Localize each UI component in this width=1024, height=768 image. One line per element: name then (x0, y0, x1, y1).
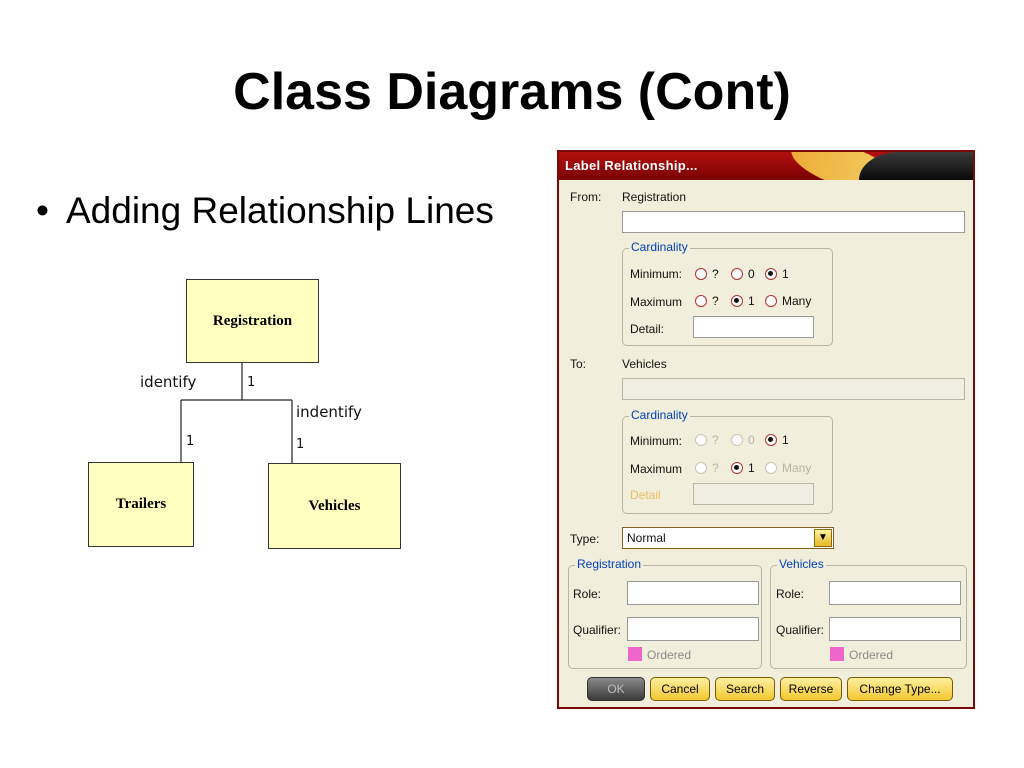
to-min-radio-unknown[interactable] (695, 434, 707, 446)
vehicles-role-label: Role: (776, 587, 805, 601)
from-min-radio-one[interactable] (765, 268, 777, 280)
vehicles-role-input[interactable] (829, 581, 961, 605)
vehicles-role-legend: Vehicles (777, 557, 826, 571)
from-max-radio-unknown[interactable] (695, 295, 707, 307)
registration-ordered-checkbox[interactable] (628, 647, 642, 661)
from-cardinality-legend: Cardinality (629, 240, 690, 254)
uml-multiplicity: 1 (186, 434, 195, 449)
reverse-button[interactable]: Reverse (780, 677, 842, 701)
uml-multiplicity: 1 (296, 437, 305, 452)
dialog-title: Label Relationship... (565, 158, 698, 173)
from-min-option-label: ? (712, 267, 719, 281)
to-max-option-label: 1 (748, 461, 755, 475)
type-selected-value: Normal (627, 531, 666, 545)
to-detail-label: Detail (630, 488, 661, 502)
cancel-button[interactable]: Cancel (650, 677, 710, 701)
from-maximum-label: Maximum (630, 295, 683, 309)
vehicles-qualifier-input[interactable] (829, 617, 961, 641)
to-cardinality-legend: Cardinality (629, 408, 690, 422)
registration-role-input[interactable] (627, 581, 759, 605)
to-min-option-label: ? (712, 433, 719, 447)
to-max-radio-one[interactable] (731, 462, 743, 474)
dialog-title-bar[interactable]: Label Relationship... (559, 152, 973, 180)
to-min-radio-zero[interactable] (731, 434, 743, 446)
registration-role-label: Role: (573, 587, 602, 601)
registration-role-group: Registration (568, 557, 762, 669)
uml-class-trailers: Trailers (88, 462, 194, 547)
bullet-item: • Adding Relationship Lines (36, 190, 494, 232)
from-max-radio-one[interactable] (731, 295, 743, 307)
change-type-button[interactable]: Change Type... (847, 677, 953, 701)
from-cardinality-group: Cardinality (622, 240, 833, 346)
uml-class-registration: Registration (186, 279, 319, 363)
uml-class-name: Registration (212, 312, 293, 329)
vehicles-ordered-label: Ordered (849, 648, 894, 662)
from-detail-label: Detail: (630, 322, 665, 336)
from-name-input[interactable] (622, 211, 965, 233)
from-class-name: Registration (622, 190, 687, 204)
registration-ordered-label: Ordered (647, 648, 692, 662)
to-cardinality-group: Cardinality (622, 408, 833, 514)
from-min-option-label: 0 (748, 267, 755, 281)
uml-label-identify: identify (140, 373, 197, 391)
to-min-option-label: 1 (782, 433, 789, 447)
from-min-radio-zero[interactable] (731, 268, 743, 280)
from-min-radio-unknown[interactable] (695, 268, 707, 280)
from-minimum-label: Minimum: (630, 267, 683, 281)
from-label: From: (570, 190, 602, 204)
from-max-option-label: Many (782, 294, 812, 308)
from-min-option-label: 1 (782, 267, 789, 281)
to-max-option-label: ? (712, 461, 719, 475)
from-detail-input[interactable] (693, 316, 814, 338)
registration-qualifier-input[interactable] (627, 617, 759, 641)
vehicles-role-group: Vehicles (770, 557, 967, 669)
to-max-radio-unknown[interactable] (695, 462, 707, 474)
from-max-option-label: ? (712, 294, 719, 308)
to-max-option-label: Many (782, 461, 812, 475)
slide-title: Class Diagrams (Cont) (233, 63, 791, 121)
uml-class-name: Vehicles (308, 497, 361, 514)
from-max-radio-many[interactable] (765, 295, 777, 307)
vehicles-qualifier-label: Qualifier: (776, 623, 825, 637)
search-button[interactable]: Search (715, 677, 775, 701)
title-dark-decoration (859, 152, 973, 180)
registration-qualifier-label: Qualifier: (573, 623, 622, 637)
registration-role-legend: Registration (575, 557, 644, 571)
to-min-option-label: 0 (748, 433, 755, 447)
type-select[interactable]: Normal ▼ (622, 527, 834, 549)
label-relationship-dialog: Label Relationship... From: Registration… (557, 150, 975, 709)
bullet-dot-icon: • (36, 190, 49, 231)
to-name-input[interactable] (622, 378, 965, 400)
to-class-name: Vehicles (622, 357, 667, 371)
to-minimum-label: Minimum: (630, 434, 683, 448)
uml-label-indentify: indentify (296, 403, 362, 421)
to-maximum-label: Maximum (630, 462, 683, 476)
to-min-radio-one[interactable] (765, 434, 777, 446)
type-label: Type: (570, 532, 600, 546)
to-detail-input[interactable] (693, 483, 814, 505)
to-label: To: (570, 357, 587, 371)
from-max-option-label: 1 (748, 294, 755, 308)
bullet-text: Adding Relationship Lines (66, 190, 494, 231)
to-max-radio-many[interactable] (765, 462, 777, 474)
uml-class-vehicles: Vehicles (268, 463, 401, 549)
chevron-down-icon[interactable]: ▼ (814, 529, 832, 547)
vehicles-ordered-checkbox[interactable] (830, 647, 844, 661)
ok-button[interactable]: OK (587, 677, 645, 701)
uml-multiplicity: 1 (247, 375, 256, 390)
uml-class-name: Trailers (115, 496, 167, 512)
